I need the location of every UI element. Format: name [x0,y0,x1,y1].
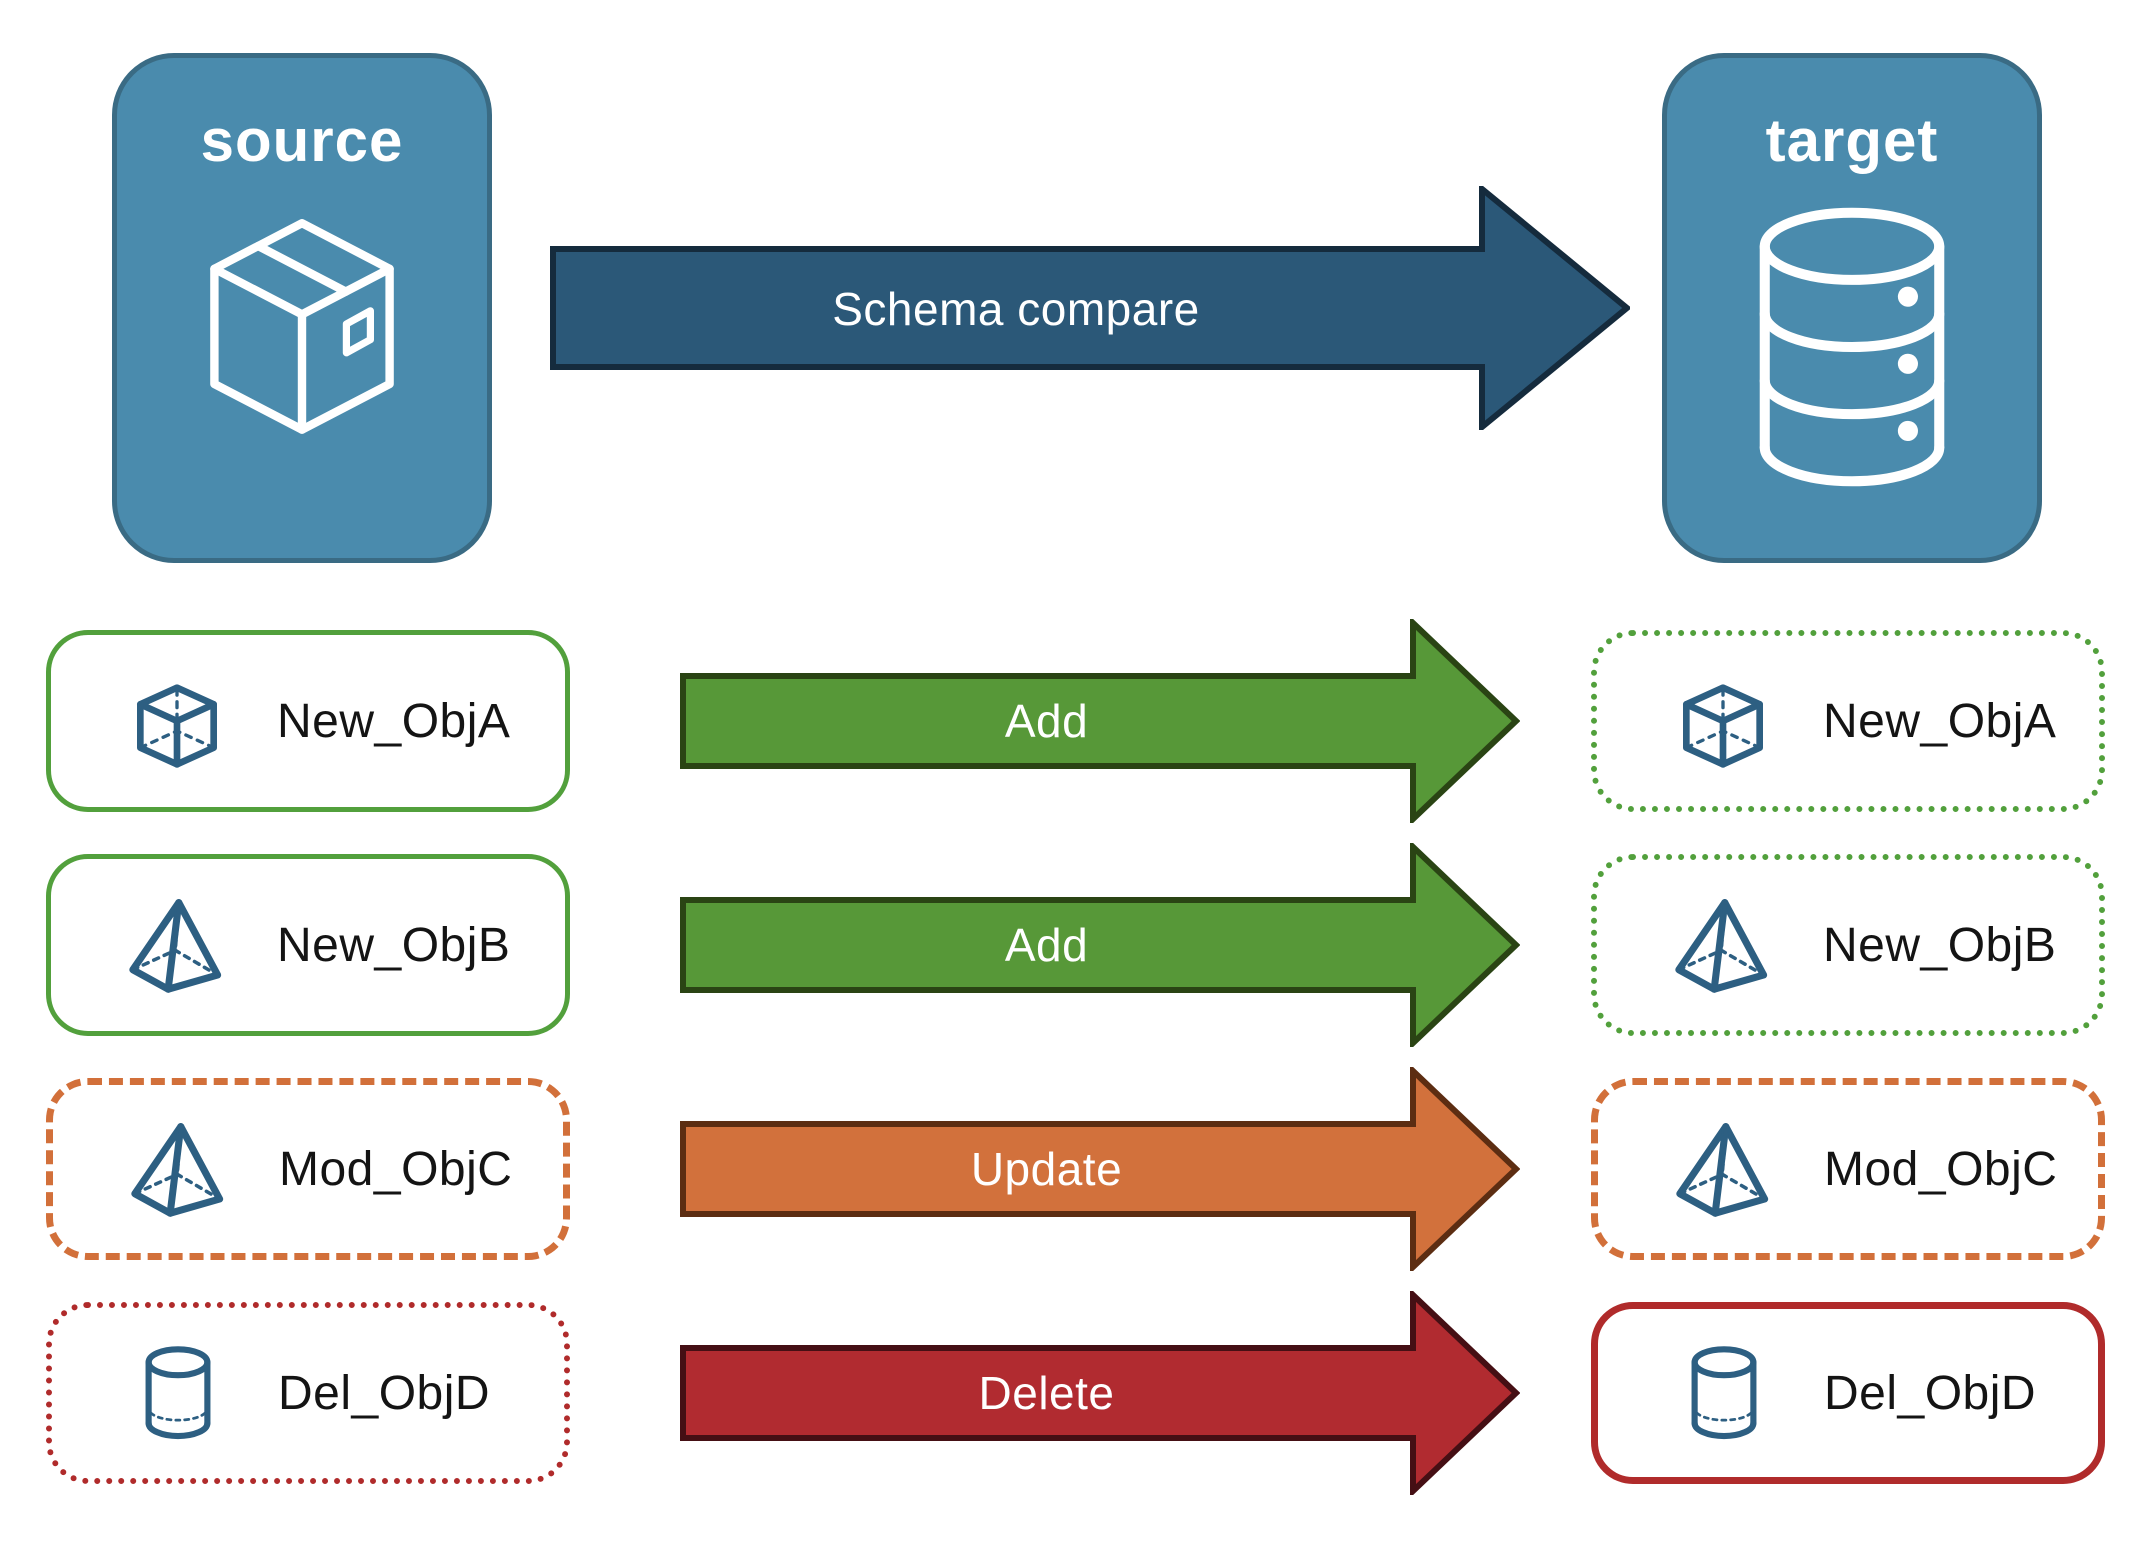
pyramid-icon [1668,892,1778,998]
source-node: source [112,53,492,563]
pyramid-icon [1669,1116,1779,1222]
source-object-card-mod-objc: Mod_ObjC [46,1078,570,1260]
target-label: target [1765,107,1939,174]
cube-icon [127,671,227,771]
pyramid-icon [124,1116,234,1222]
schema-compare-arrow-label: Schema compare [832,283,1200,335]
database-icon [1740,196,1964,498]
delete-arrow [680,1291,1520,1495]
source-object-card-del-objd: Del_ObjD [46,1302,570,1484]
update-arrow-label: Update [970,1143,1123,1195]
target-object-card-mod-objc: Mod_ObjC [1591,1078,2105,1260]
add-arrow-label: Add [1004,919,1089,971]
object-label: Del_ObjD [278,1366,491,1420]
source-object-card-new-obja: New_ObjA [46,630,570,812]
cylinder-icon [137,1341,219,1445]
object-label: New_ObjA [277,694,511,748]
cube-icon [1673,671,1773,771]
source-label: source [200,107,404,174]
add-arrow-label: Add [1004,695,1089,747]
add-arrow [680,843,1520,1047]
target-object-card-new-objb: New_ObjB [1591,854,2105,1036]
object-label: New_ObjB [277,918,511,972]
cylinder-icon [1683,1341,1765,1445]
source-object-card-new-objb: New_ObjB [46,854,570,1036]
target-node: target [1662,53,2042,563]
target-object-card-del-objd: Del_ObjD [1591,1302,2105,1484]
object-label: Mod_ObjC [279,1142,513,1196]
package-icon [182,204,422,462]
object-label: New_ObjB [1823,918,2057,972]
schema-compare-arrow [550,186,1630,430]
add-arrow [680,619,1520,823]
update-arrow [680,1067,1520,1271]
object-label: New_ObjA [1823,694,2057,748]
delete-arrow-label: Delete [978,1367,1115,1419]
object-label: Mod_ObjC [1824,1142,2058,1196]
target-object-card-new-obja: New_ObjA [1591,630,2105,812]
object-label: Del_ObjD [1824,1366,2037,1420]
pyramid-icon [122,892,232,998]
